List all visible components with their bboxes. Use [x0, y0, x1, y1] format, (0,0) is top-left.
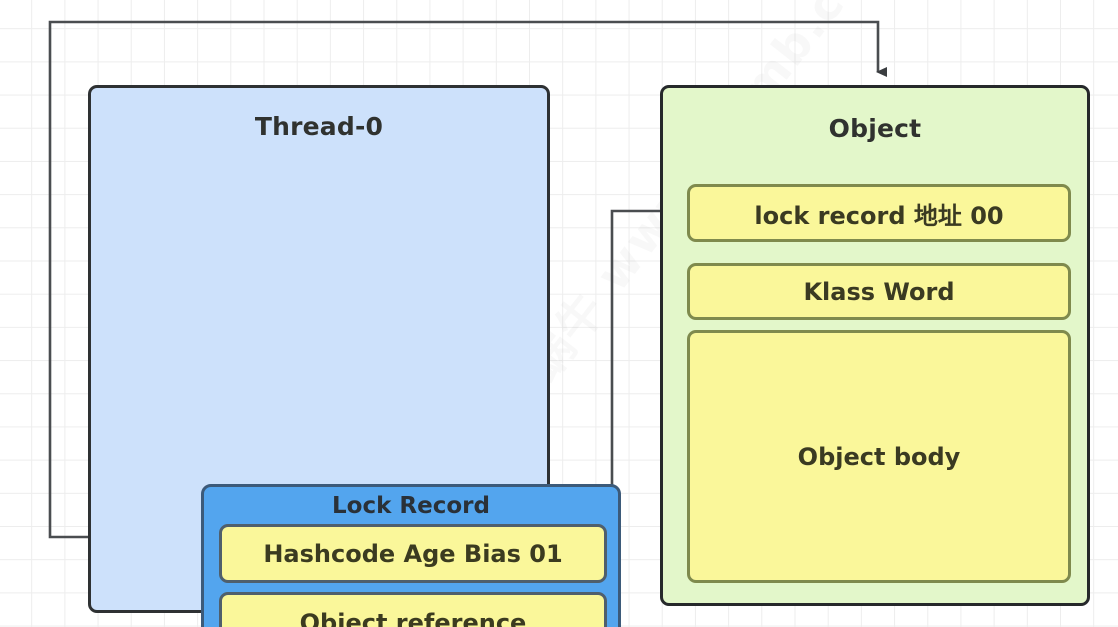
lock-record-slot-object-reference[interactable]: Object reference — [219, 592, 607, 627]
object-box[interactable]: Object lock record 地址 00 Klass Word Obje… — [660, 85, 1090, 606]
object-title: Object — [828, 114, 922, 143]
thread-box[interactable]: Thread-0 Lock Record Hashcode Age Bias 0… — [88, 85, 621, 627]
object-slot-object-body[interactable]: Object body — [687, 330, 1071, 583]
lock-record-box[interactable]: Lock Record Hashcode Age Bias 01 Object … — [201, 484, 621, 627]
lock-record-slot-hashcode[interactable]: Hashcode Age Bias 01 — [219, 524, 607, 583]
object-slot-klass-word[interactable]: Klass Word — [687, 263, 1071, 320]
object-slot-lock-record-address[interactable]: lock record 地址 00 — [687, 184, 1071, 242]
thread-title: Thread-0 — [254, 112, 384, 141]
lock-record-title: Lock Record — [332, 493, 490, 519]
